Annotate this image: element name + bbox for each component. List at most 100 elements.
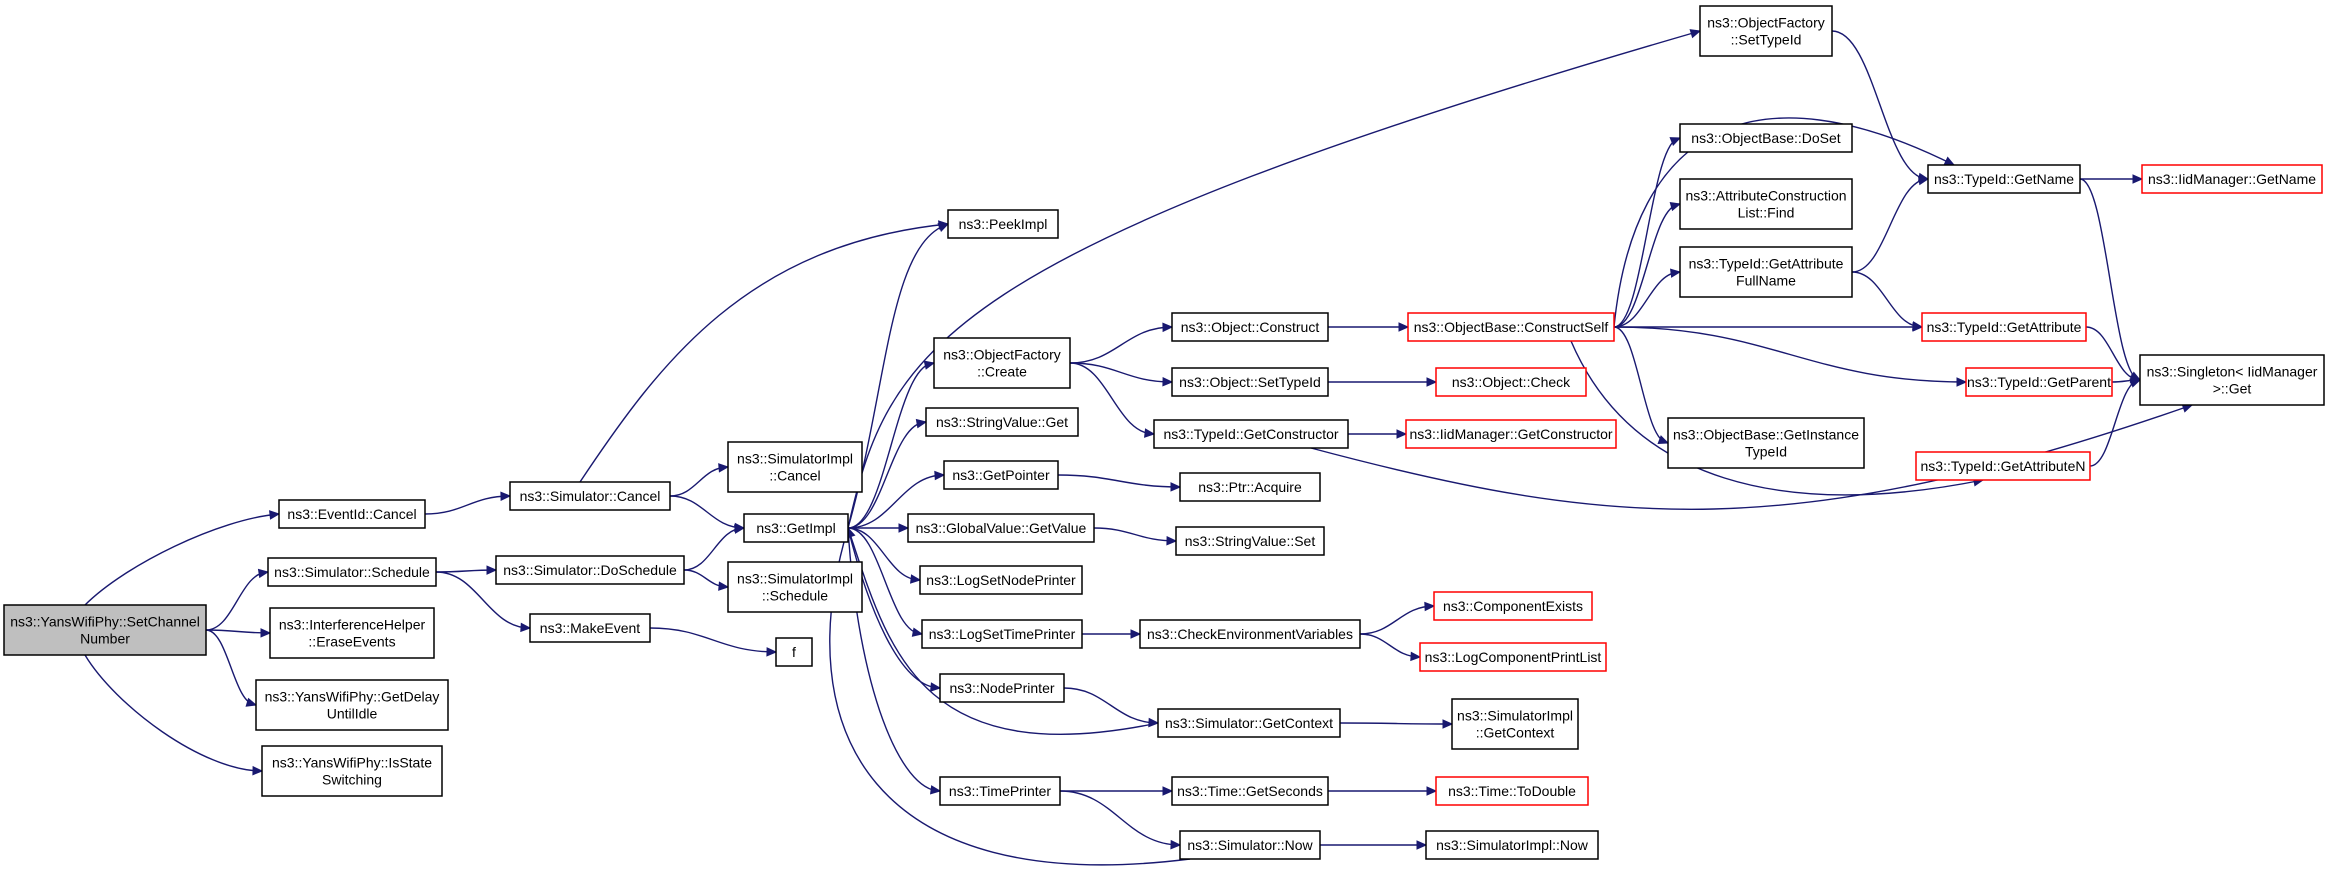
edge-typeid_getattributen-to-singleton_get — [2089, 378, 2142, 467]
node-logcomponentprintlist[interactable]: ns3::LogComponentPrintList — [1419, 642, 1607, 672]
node-peekimpl[interactable]: ns3::PeekImpl — [947, 209, 1059, 239]
arrowhead — [520, 622, 532, 633]
node-makeevent[interactable]: ns3::MakeEvent — [529, 613, 651, 643]
node-typeid-getname[interactable]: ns3::TypeId::GetName — [1927, 164, 2081, 194]
node-time-getseconds[interactable]: ns3::Time::GetSeconds — [1171, 776, 1329, 806]
node-nodeprinter[interactable]: ns3::NodePrinter — [939, 673, 1065, 703]
node-iidmanager-getconstructor[interactable]: ns3::IidManager::GetConstructor — [1405, 419, 1617, 449]
node-sim-now[interactable]: ns3::Simulator::Now — [1179, 830, 1321, 860]
node-label: ns3::GetImpl — [756, 520, 835, 536]
node-typeid-getattributen[interactable]: ns3::TypeId::GetAttributeN — [1915, 451, 2091, 481]
edge-root-to-ih_erase — [205, 628, 272, 638]
edge-time_getseconds-to-time_todouble — [1327, 786, 1438, 796]
arrowhead — [245, 697, 258, 707]
edge-objfactory_create-to-object_settypeid — [1069, 362, 1174, 387]
node-ptr-acquire[interactable]: ns3::Ptr::Acquire — [1179, 472, 1321, 502]
node-objbase-constructself[interactable]: ns3::ObjectBase::ConstructSelf — [1407, 312, 1615, 342]
arrowhead — [1416, 840, 1428, 850]
edge-objbase_constructself-to-attrconstr_find — [1613, 201, 1682, 328]
node-stringvalue-get[interactable]: ns3::StringValue::Get — [925, 407, 1079, 437]
node-eventid-cancel[interactable]: ns3::EventId::Cancel — [278, 499, 426, 529]
node-label: TypeId — [1745, 444, 1787, 460]
node-sim-doschedule[interactable]: ns3::Simulator::DoSchedule — [495, 555, 685, 585]
edge-objbase_constructself-to-typeid_getattrfullname — [1613, 268, 1682, 328]
node-label: ns3::CheckEnvironmentVariables — [1147, 626, 1353, 642]
node-f[interactable]: f — [775, 637, 813, 667]
node-object-settypeid[interactable]: ns3::Object::SetTypeId — [1171, 367, 1329, 397]
arrowhead — [1917, 175, 1930, 186]
edge-object_construct-to-objbase_constructself — [1328, 322, 1410, 332]
edge-sim_getcontext-to-simimpl_getcontext — [1339, 719, 1454, 729]
arrowhead — [934, 470, 946, 481]
node-label: ::EraseEvents — [308, 634, 395, 650]
node-object-check[interactable]: ns3::Object::Check — [1435, 367, 1587, 397]
edge-typeid_getconstructor-to-iidmanager_getconstructor — [1348, 429, 1408, 439]
arrowhead — [734, 524, 746, 534]
arrowhead — [1912, 321, 1924, 331]
node-objbase-doset[interactable]: ns3::ObjectBase::DoSet — [1679, 123, 1853, 153]
node-label: UntilIdle — [327, 706, 378, 722]
edge-objbase_constructself-to-objbase_getinstancetypeid — [1613, 326, 1670, 445]
node-label: ::GetContext — [1476, 725, 1555, 741]
node-label: ns3::TypeId::GetParent — [1967, 374, 2111, 390]
node-object-construct[interactable]: ns3::Object::Construct — [1171, 312, 1329, 342]
node-logsettimeprinter[interactable]: ns3::LogSetTimePrinter — [921, 619, 1083, 649]
edge-sim_cancel-to-simimpl_cancel — [669, 463, 730, 497]
arrowhead — [1442, 719, 1454, 729]
node-label: ns3::MakeEvent — [540, 620, 640, 636]
node-getpointer[interactable]: ns3::GetPointer — [943, 460, 1059, 490]
arrowhead — [930, 785, 942, 795]
node-logsetnodeprinter[interactable]: ns3::LogSetNodePrinter — [919, 565, 1083, 595]
node-objfactory-settypeid[interactable]: ns3::ObjectFactory::SetTypeId — [1699, 5, 1833, 57]
node-label: ns3::SimulatorImpl — [737, 571, 853, 587]
node-label: ns3::EventId::Cancel — [287, 506, 416, 522]
node-typeid-getconstructor[interactable]: ns3::TypeId::GetConstructor — [1153, 419, 1349, 449]
edge-checkenv-to-componentexists — [1359, 601, 1436, 635]
edge-objbase_constructself-to-typeid_getattribute — [1614, 322, 1924, 332]
node-simimpl-getcontext[interactable]: ns3::SimulatorImpl::GetContext — [1451, 698, 1579, 750]
arrowhead — [1426, 786, 1438, 796]
node-objfactory-create[interactable]: ns3::ObjectFactory::Create — [933, 337, 1071, 389]
node-label: ns3::Object::SetTypeId — [1179, 374, 1321, 390]
node-globalvalue-getvalue[interactable]: ns3::GlobalValue::GetValue — [907, 513, 1095, 543]
node-typeid-getparent[interactable]: ns3::TypeId::GetParent — [1965, 367, 2113, 397]
node-ih-erase[interactable]: ns3::InterferenceHelper::EraseEvents — [269, 607, 435, 659]
node-checkenv[interactable]: ns3::CheckEnvironmentVariables — [1139, 619, 1361, 649]
node-stringvalue-set[interactable]: ns3::StringValue::Set — [1175, 526, 1325, 556]
node-timeprinter[interactable]: ns3::TimePrinter — [939, 776, 1061, 806]
node-simimpl-cancel[interactable]: ns3::SimulatorImpl::Cancel — [727, 441, 863, 493]
node-iidmanager-getname[interactable]: ns3::IidManager::GetName — [2141, 164, 2323, 194]
node-sim-getcontext[interactable]: ns3::Simulator::GetContext — [1157, 708, 1341, 738]
node-componentexists[interactable]: ns3::ComponentExists — [1433, 591, 1593, 621]
node-sim-schedule[interactable]: ns3::Simulator::Schedule — [267, 557, 437, 587]
edge-objbase_constructself-to-typeid_getparent — [1613, 326, 1968, 387]
edge-getimpl-to-objfactory_settypeid — [847, 29, 1702, 529]
node-simimpl-schedule[interactable]: ns3::SimulatorImpl::Schedule — [727, 561, 863, 613]
edge-typeid_getname-to-singleton_get — [2079, 178, 2142, 381]
node-label: ns3::LogSetNodePrinter — [926, 572, 1076, 588]
node-label: ns3::ObjectBase::DoSet — [1691, 130, 1841, 146]
edge-objbase_constructself-to-objbase_doset — [1613, 137, 1682, 328]
node-label: ns3::TimePrinter — [949, 783, 1052, 799]
node-time-todouble[interactable]: ns3::Time::ToDouble — [1435, 776, 1589, 806]
node-typeid-getattribute[interactable]: ns3::TypeId::GetAttribute — [1921, 312, 2087, 342]
node-label: ns3::ObjectFactory — [943, 347, 1061, 363]
arrowhead — [1144, 428, 1156, 438]
node-simimpl-now[interactable]: ns3::SimulatorImpl::Now — [1425, 830, 1599, 860]
node-label: ns3::Object::Construct — [1181, 319, 1320, 335]
node-label: ns3::TypeId::GetAttributeN — [1921, 458, 2086, 474]
node-getimpl[interactable]: ns3::GetImpl — [743, 513, 849, 543]
arrowhead — [1426, 377, 1438, 387]
arrowhead — [766, 647, 778, 657]
node-singleton-get[interactable]: ns3::Singleton< IidManager >::Get — [2139, 354, 2325, 406]
node-label: ns3::TypeId::GetAttribute — [1689, 256, 1844, 272]
arrowhead — [910, 574, 922, 584]
node-label: ns3::Simulator::Cancel — [520, 488, 661, 504]
node-label: ns3::NodePrinter — [949, 680, 1054, 696]
node-sim-cancel[interactable]: ns3::Simulator::Cancel — [509, 481, 671, 511]
